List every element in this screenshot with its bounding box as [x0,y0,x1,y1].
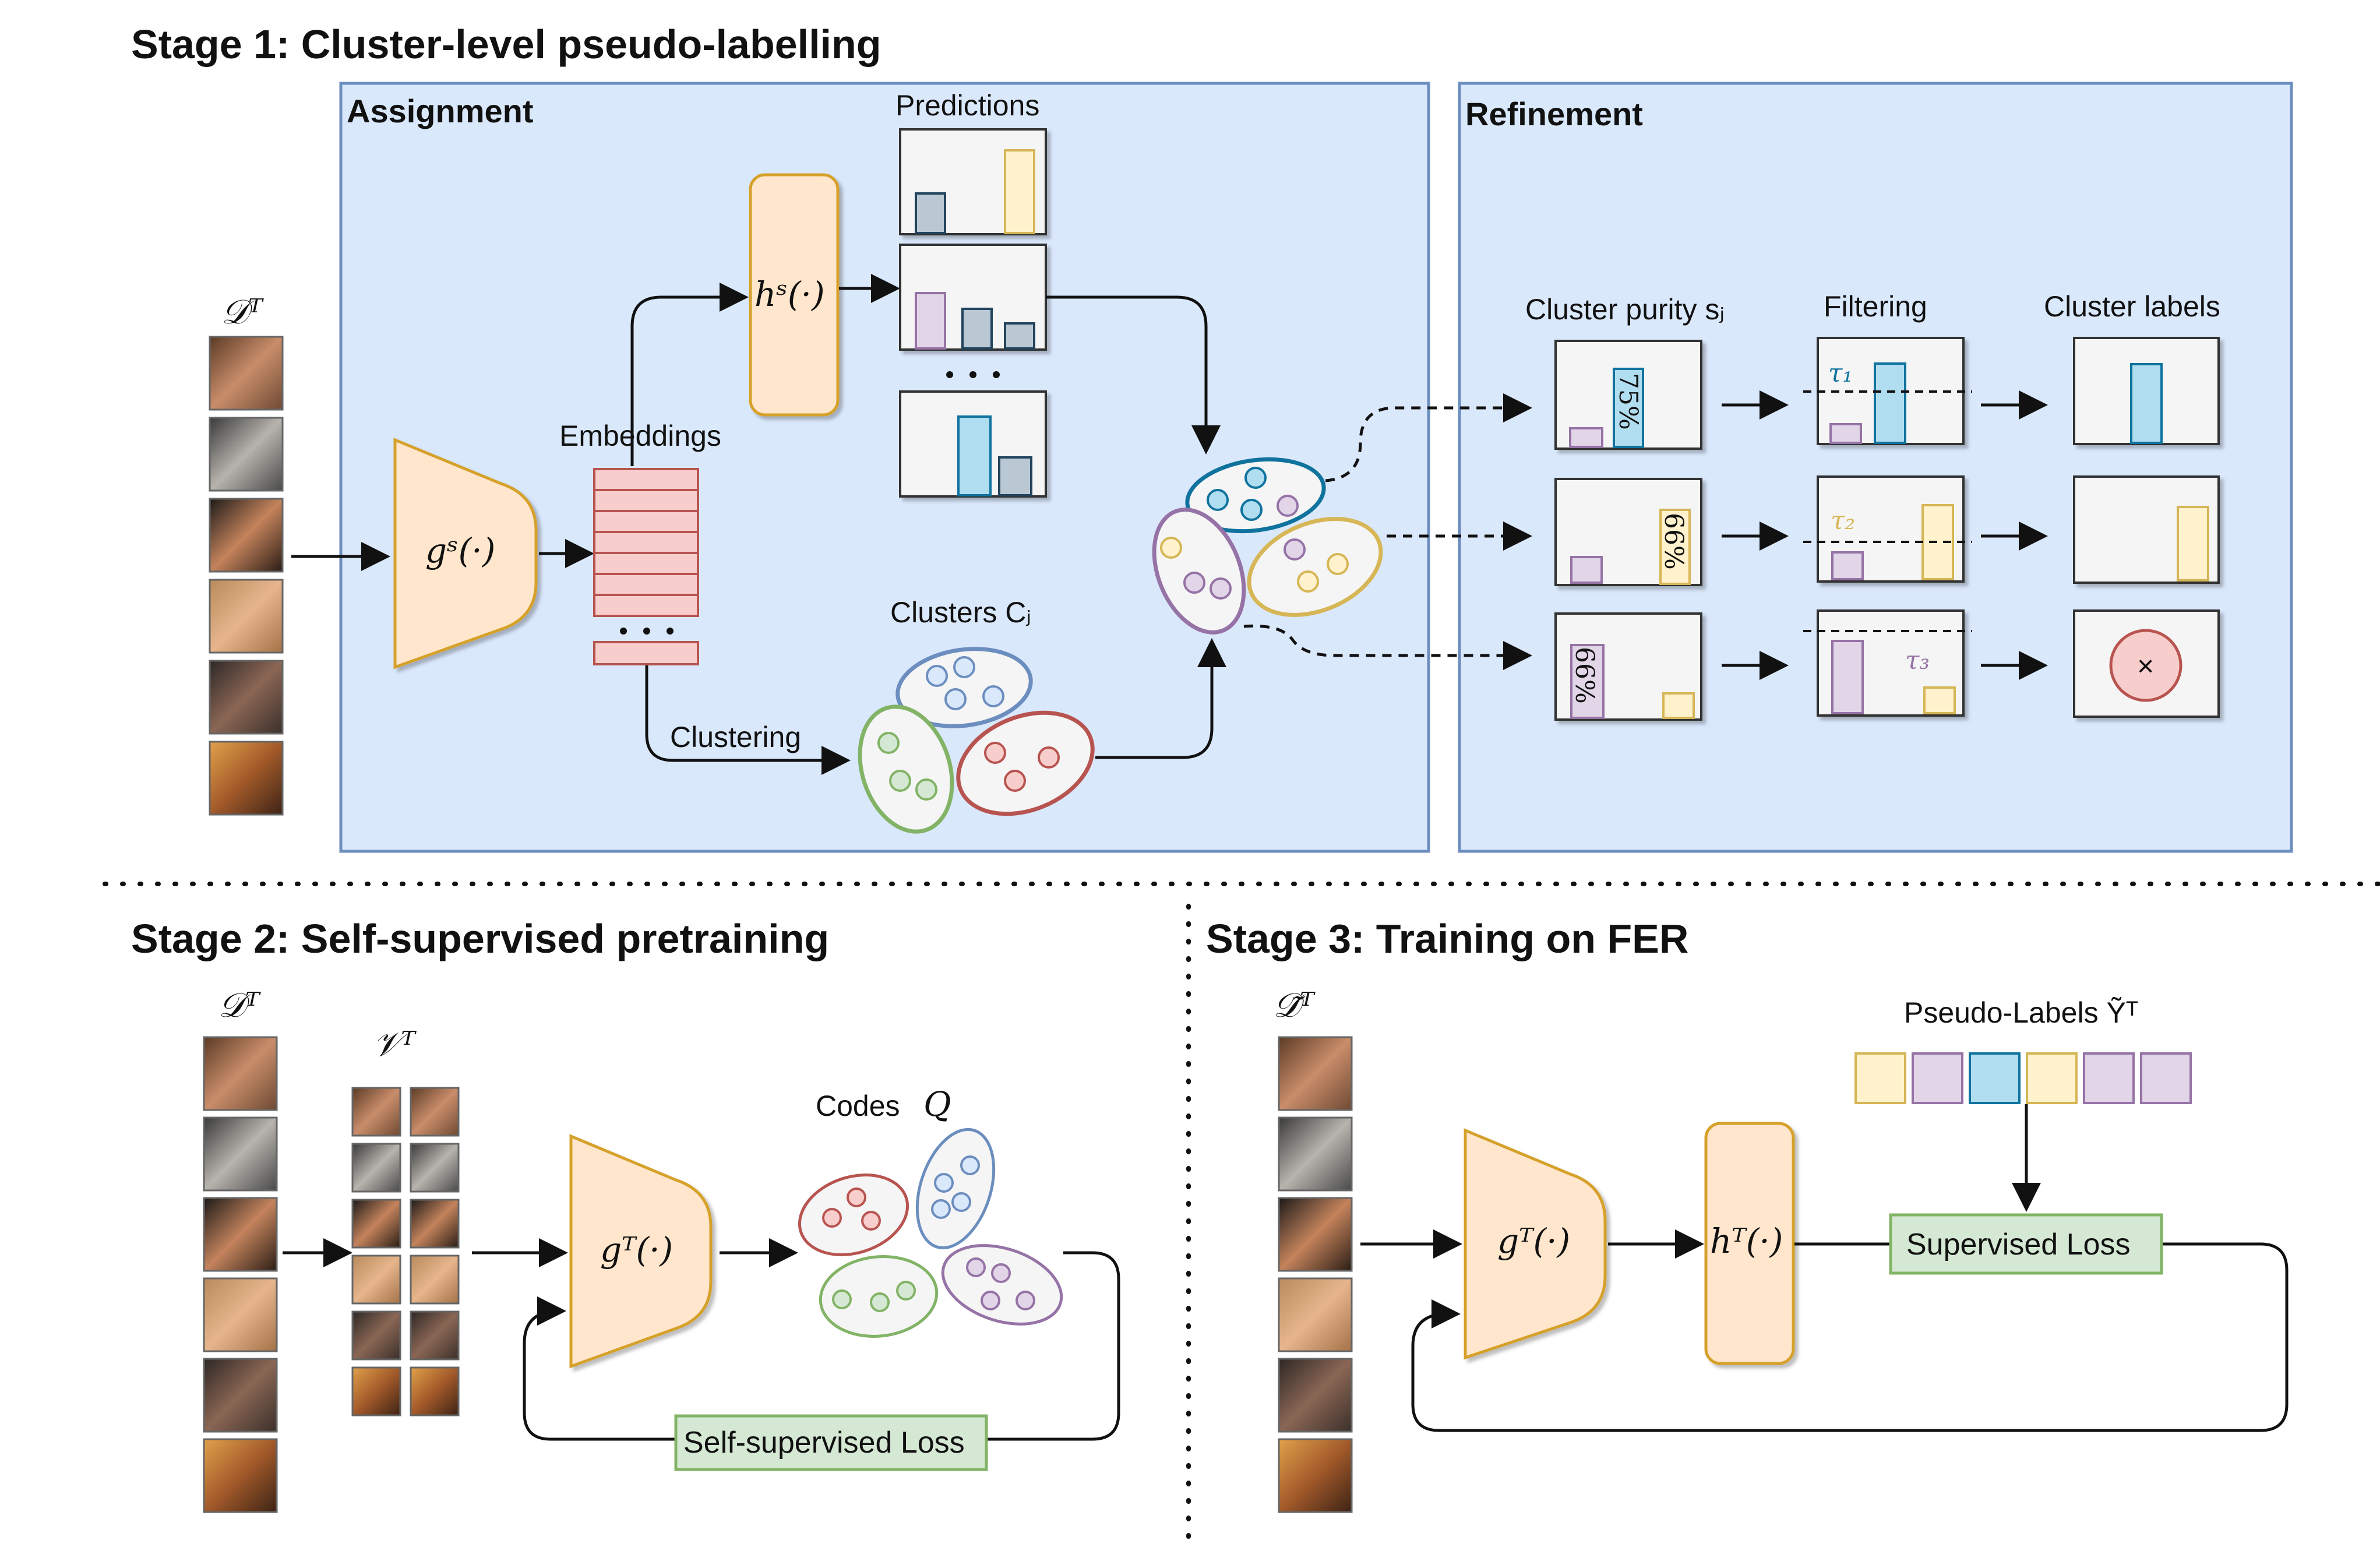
assigned-clusters [1152,457,1383,635]
face-thumbnail [209,741,284,816]
stage3-head-block [1704,1122,1795,1365]
stage2-dataset-label: 𝒟ᵀ [218,985,261,1025]
views-grid [351,1087,460,1416]
face-thumbnail [203,1438,278,1513]
codes-label: Codes [816,1090,900,1122]
predictions-label: Predictions [895,89,1039,122]
face-thumbnail [209,579,284,654]
rejected-symbol: × [2137,650,2154,682]
face-thumbnail [203,1116,278,1192]
refinement-panel [1458,82,2293,853]
stage3-dataset-label: 𝒟̃ᵀ [1273,985,1316,1025]
predictions-histograms [899,128,1047,498]
rejected-cluster-icon [2109,629,2182,702]
threshold-2: τ₂ [1831,506,1855,535]
stage3-encoder-block [1464,1128,1607,1360]
purity-value-3: 66% [1570,647,1599,704]
filtering-label: Filtering [1824,290,1927,323]
assignment-title: Assignment [347,93,534,129]
stage2-encoder-block [569,1134,713,1369]
self-supervised-loss-box [674,1414,988,1471]
purity-label: Cluster purity sⱼ [1525,293,1725,326]
cluster-label-boxes [2073,337,2220,718]
supervised-loss-label: Supervised Loss [1906,1228,2130,1261]
dashed-connector-3 [1243,624,1532,670]
face-thumbnail [203,1358,278,1433]
supervised-loss-box [1889,1213,2163,1275]
purity-boxes [1554,340,1702,721]
pseudo-labels-label: Pseudo-Labels Ỹᵀ [1904,996,2138,1029]
face-thumbnail [1278,1438,1353,1513]
stage3-feedback-loop [1411,1242,2289,1432]
codes-symbol: Q [923,1084,951,1124]
student-head-block [749,173,840,417]
arrow-embeddings-to-clusters [645,665,851,775]
face-thumbnail [1278,1197,1353,1272]
embeddings-stack [593,468,699,665]
purity-value-2: 66% [1659,513,1688,570]
face-thumbnail [209,498,284,573]
face-thumbnail [209,660,284,735]
filtering-boxes [1803,337,1972,717]
self-supervised-loss-label: Self-supervised Loss [683,1426,965,1460]
student-encoder-block [393,438,538,669]
cluster-labels-label: Cluster labels [2044,290,2220,323]
face-thumbnail [203,1197,278,1272]
stage3-face-images [1278,1036,1353,1513]
arrow-predictions-to-clusters [1046,295,1221,454]
codes-clusters [798,1127,1063,1338]
stage1-dataset-label: 𝒟ᵀ [221,292,264,332]
face-thumbnail [1278,1277,1353,1352]
student-encoder-label: gˢ(·) [425,531,495,570]
stage1-title: Stage 1: Cluster-level pseudo-labelling [131,22,882,67]
stage2-face-images [203,1036,278,1513]
dashed-connector-1 [1325,393,1532,482]
views-label: 𝒱ᵀ [373,1024,417,1064]
face-thumbnail [1278,1036,1353,1111]
face-thumbnail [1278,1358,1353,1433]
face-thumbnail [203,1277,278,1352]
clusters-group [858,647,1095,834]
face-thumbnail [209,336,284,411]
stage3-encoder-label: gᵀ(·) [1497,1221,1570,1261]
purity-value-1: 75% [1613,373,1643,430]
stage1-face-images [209,336,284,816]
clusters-label: Clusters Cⱼ [890,596,1031,629]
face-thumbnail [209,417,284,492]
stage2-encoder-label: gᵀ(·) [600,1230,673,1270]
arrow-clusters-to-assignment [1095,638,1226,759]
face-thumbnail [203,1036,278,1111]
clustering-label: Clustering [670,721,801,753]
embeddings-label: Embeddings [559,420,721,452]
threshold-1: τ₁ [1828,358,1853,388]
stage3-head-label: hᵀ(·) [1710,1221,1783,1261]
threshold-3: τ₃ [1905,646,1930,675]
arrow-embeddings-to-head [630,283,749,466]
stage3-title: Stage 3: Training on FER [1206,916,1688,961]
pseudo-label-strip [1854,1052,2192,1104]
stage2-title: Stage 2: Self-supervised pretraining [131,916,829,961]
refinement-title: Refinement [1465,96,1643,132]
student-head-label: hˢ(·) [754,274,825,314]
face-thumbnail [1278,1116,1353,1192]
